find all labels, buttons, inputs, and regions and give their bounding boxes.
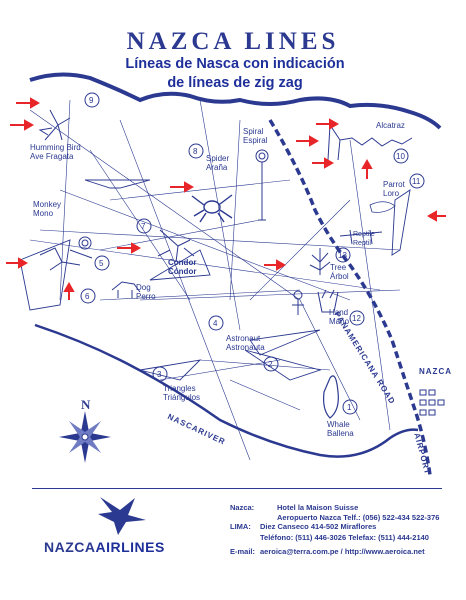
number-markers [80, 92, 425, 415]
compass-rose [59, 411, 111, 463]
tree-figure [309, 248, 331, 275]
marker-6: 6 [85, 292, 90, 301]
spiral-figure [255, 149, 269, 221]
town-label: NAZCA [419, 367, 452, 376]
marker-1: 1 [347, 403, 352, 412]
subtitle-line-2: de líneas de zig zag [167, 75, 303, 91]
spider-figure [191, 194, 233, 223]
marker-4: 4 [213, 319, 218, 328]
marker-10: 10 [396, 152, 405, 161]
contact-lima-line1: Diez Canseco 414-502 Miraflores [260, 522, 377, 531]
marker-13: 13 [338, 251, 347, 260]
monkey-figure [39, 236, 93, 271]
footer-divider [32, 488, 442, 569]
compass-north: N [81, 397, 91, 412]
nasca-river [34, 323, 419, 458]
label-alcatraz: Alcatraz [376, 121, 405, 130]
zigzag-arrows [6, 97, 446, 300]
contact-nazca-label: Nazca: [230, 503, 255, 512]
marker-12: 12 [352, 314, 361, 323]
airline-logo-icon [98, 497, 146, 535]
contact-email-value: aeroica@terra.com.pe / http://www.aeroic… [260, 547, 425, 556]
contact-email-label: E-mail: [230, 547, 256, 556]
marker-5: 5 [99, 259, 104, 268]
dog-figure [111, 281, 141, 298]
subtitle-line-1: Líneas de Nasca con indicación [125, 56, 345, 72]
hummingbird-figure [38, 109, 71, 141]
marker-7: 7 [141, 222, 146, 231]
contact-lima-line2: Teléfono: (511) 446-3026 Telefax: (511) … [260, 533, 429, 542]
airline-brand: NAZCAAIRLINES [44, 539, 165, 555]
marker-8: 8 [193, 147, 198, 156]
alcatraz-figure [327, 124, 413, 161]
contact-nazca-line2: Aeropuerto Nazca Telf.: (056) 522-434 52… [277, 513, 440, 522]
parrot-figure [369, 201, 396, 213]
hand-figure [317, 289, 339, 313]
trapezoid-shapes [19, 179, 411, 381]
reptile-figure [339, 229, 383, 245]
condor-figure [157, 229, 195, 263]
contact-lima-label: LIMA: [230, 522, 251, 531]
airport-strips [419, 389, 445, 416]
marker-11: 11 [412, 177, 421, 186]
marker-3: 3 [157, 370, 162, 379]
panamericana-road [268, 119, 432, 476]
contact-nazca-line1: Hotel la Maison Suisse [277, 503, 359, 512]
whale-figure [323, 375, 339, 419]
mountain-boundary [29, 72, 442, 130]
astronaut-figure [292, 290, 304, 315]
marker-9: 9 [89, 96, 94, 105]
marker-2: 2 [268, 360, 273, 369]
page-title: NAZCA LINES [126, 28, 340, 55]
